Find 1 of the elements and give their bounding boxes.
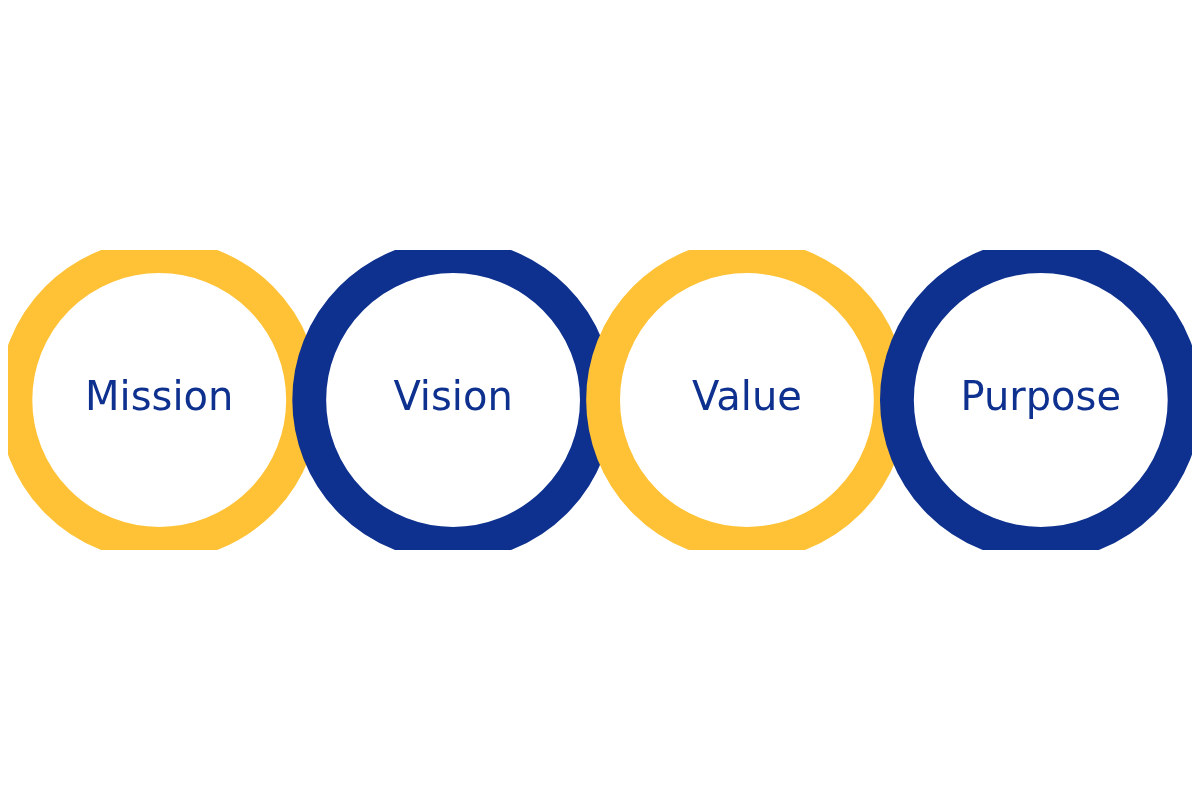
node-circle: Purpose — [880, 250, 1192, 550]
